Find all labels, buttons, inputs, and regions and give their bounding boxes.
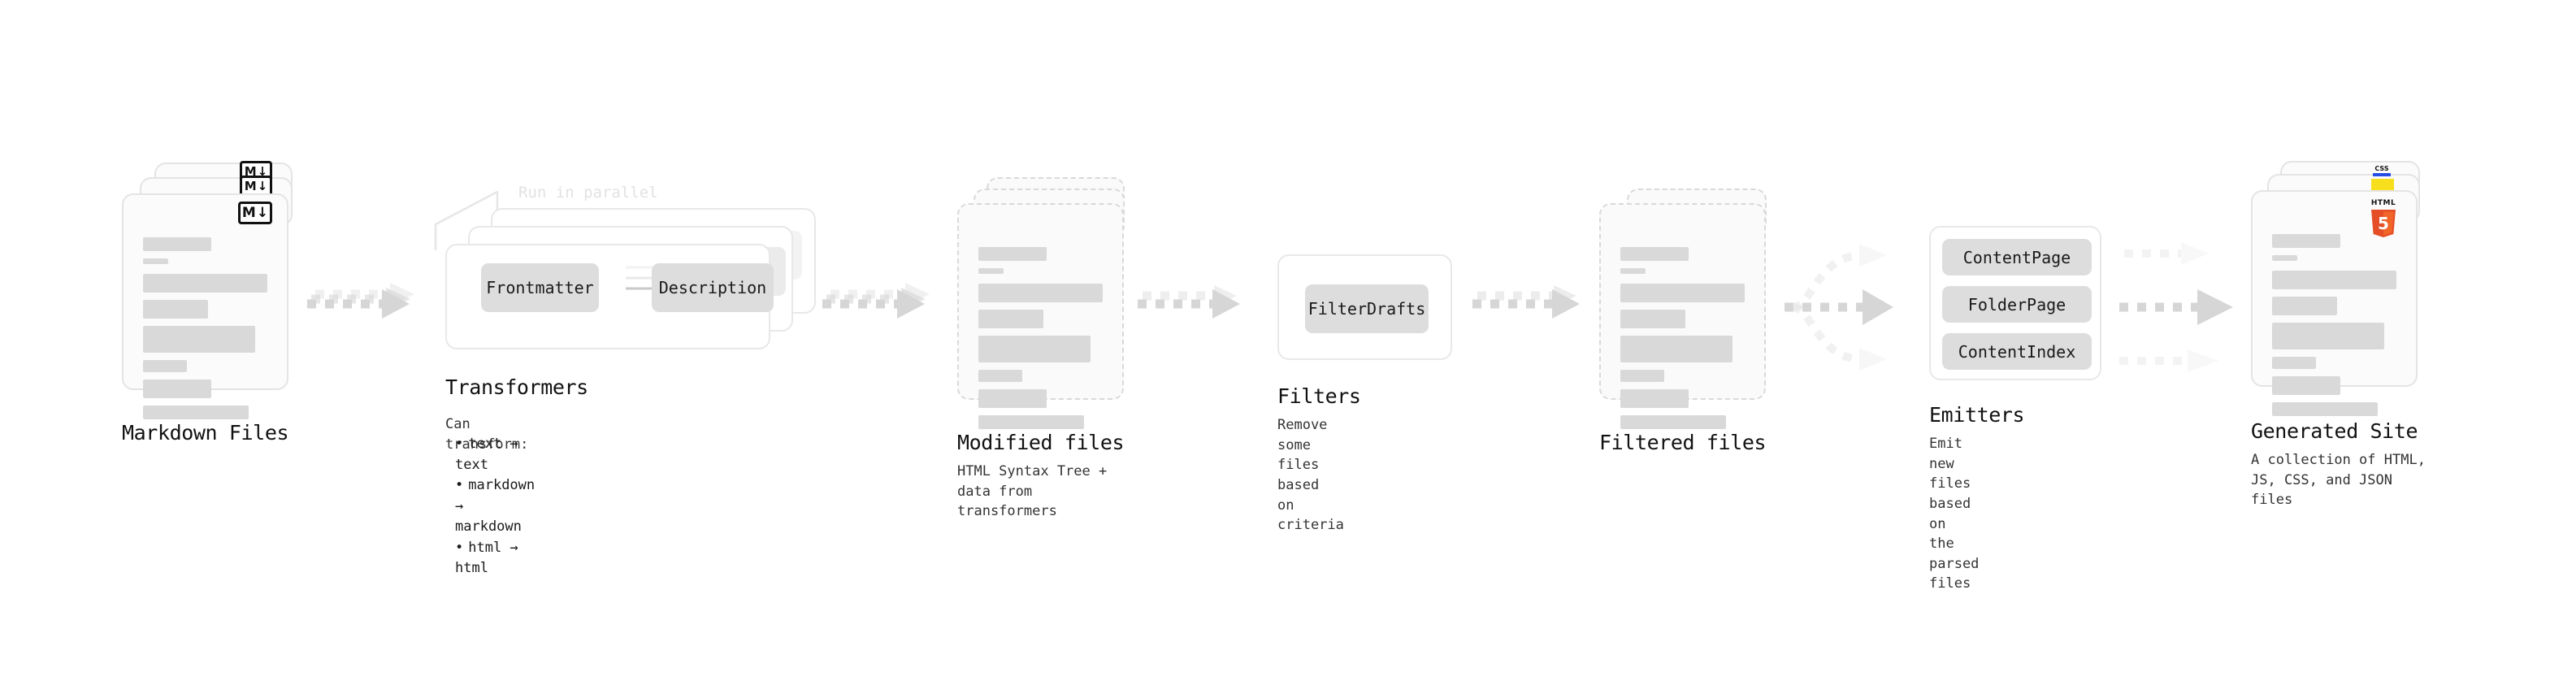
arrow-group bbox=[1138, 285, 1240, 319]
css3-icon-bar bbox=[2373, 173, 2391, 176]
modified-card-front bbox=[957, 203, 1124, 429]
connector-filters-to-filtered bbox=[1472, 271, 1611, 340]
markdown-card-stack: M ↓ M ↓ M ↓ bbox=[122, 161, 301, 419]
connector-md-to-transformers bbox=[307, 271, 437, 340]
filter-chip-label: FilterDrafts bbox=[1308, 299, 1426, 319]
html5-icon: HTML 5 bbox=[2370, 200, 2397, 239]
css3-icon: CSS bbox=[2373, 166, 2391, 176]
markdown-card-front bbox=[122, 193, 288, 419]
filtered-card-stack bbox=[1599, 189, 1778, 429]
transformers-list-item: •text → text bbox=[455, 434, 535, 475]
generated-card-content bbox=[2272, 234, 2396, 423]
filtered-card-content bbox=[1620, 247, 1745, 436]
markdown-icon-arrow: ↓ bbox=[257, 178, 268, 193]
modified-card-content bbox=[978, 247, 1103, 436]
markdown-icon-letter: M bbox=[241, 204, 256, 221]
css3-icon-label: CSS bbox=[2374, 165, 2389, 172]
markdown-icon: M ↓ bbox=[238, 202, 272, 224]
transformers-list-item: •markdown → markdown bbox=[455, 475, 535, 538]
emitter-chip-label: FolderPage bbox=[1967, 294, 2066, 314]
arrow-group bbox=[307, 283, 414, 319]
run-in-parallel-bracket bbox=[434, 190, 499, 250]
emitter-chip-label: ContentIndex bbox=[1958, 341, 2076, 362]
bullet-icon: • bbox=[455, 436, 464, 452]
modified-files-description: HTML Syntax Tree + data from transformer… bbox=[957, 463, 1108, 520]
emitters-description: Emit new files based on the parsed files bbox=[1929, 436, 1980, 592]
filter-chip-filterdrafts[interactable]: FilterDrafts bbox=[1305, 284, 1429, 333]
stage-filtered-files: Filtered files bbox=[1599, 189, 1778, 454]
emitter-chip-label: ContentPage bbox=[1962, 247, 2071, 267]
fanout-arrow-group bbox=[1785, 244, 1893, 371]
stage-modified-files: Modified files HTML Syntax Tree + data f… bbox=[957, 177, 1136, 519]
bullet-icon: • bbox=[455, 539, 464, 556]
transformer-chip-frontmatter[interactable]: Frontmatter bbox=[481, 263, 599, 312]
run-in-parallel-label: Run in parallel bbox=[518, 184, 658, 202]
arrow-group bbox=[822, 283, 930, 319]
emitter-chip-contentindex[interactable]: ContentIndex bbox=[1942, 333, 2092, 370]
filters-description: Remove some files based on criteria bbox=[1277, 417, 1344, 534]
connector-transformers-to-modified bbox=[822, 271, 952, 340]
stage-title-transformers: Transformers bbox=[445, 375, 588, 399]
filtered-card-front bbox=[1599, 203, 1766, 429]
connector-modified-to-filters bbox=[1138, 271, 1268, 340]
emitter-chip-folderpage[interactable]: FolderPage bbox=[1942, 286, 2092, 323]
transformers-item-label: text → text bbox=[455, 436, 518, 473]
html5-icon-number: 5 bbox=[2378, 214, 2389, 233]
transformer-chip-label: Frontmatter bbox=[486, 278, 594, 297]
markdown-icon-letter: M bbox=[244, 163, 257, 179]
markdown-icon-arrow: ↓ bbox=[256, 204, 269, 221]
html5-icon-label: HTML bbox=[2370, 199, 2396, 207]
transformers-item-list: •text → text •markdown → markdown •html … bbox=[445, 434, 535, 579]
transformers-list-item: •html → html bbox=[455, 538, 535, 579]
transformers-item-label: html → html bbox=[455, 539, 518, 577]
stage-title-generated-site: Generated Site bbox=[2251, 419, 2418, 443]
generated-site-card-stack: CSS JS HTML 5 bbox=[2251, 161, 2438, 416]
html5-icon-shield: 5 bbox=[2371, 210, 2396, 237]
filters-box: FilterDrafts bbox=[1277, 254, 1452, 360]
emitter-chip-contentpage[interactable]: ContentPage bbox=[1942, 239, 2092, 275]
stage-title-modified-files: Modified files bbox=[957, 431, 1125, 454]
modified-card-stack bbox=[957, 177, 1136, 429]
bullet-icon: • bbox=[455, 477, 464, 493]
transformer-chip-label: Description bbox=[658, 278, 767, 297]
connector-emitters-to-site bbox=[2119, 234, 2266, 392]
stage-markdown-files: M ↓ M ↓ M ↓ Markdown Files bbox=[122, 161, 301, 445]
stage-title-markdown-files: Markdown Files bbox=[122, 421, 289, 445]
markdown-card-content bbox=[143, 237, 267, 427]
stage-title-filtered-files: Filtered files bbox=[1599, 431, 1767, 454]
transformer-chip-description[interactable]: Description bbox=[652, 263, 774, 312]
stage-title-emitters: Emitters bbox=[1929, 403, 2025, 427]
transformers-description: Can transform: bbox=[445, 416, 529, 453]
connector-filtered-to-emitters bbox=[1785, 226, 1931, 392]
transformers-item-label: markdown → markdown bbox=[455, 477, 536, 535]
markdown-icon-arrow: ↓ bbox=[257, 163, 268, 179]
markdown-icon-letter: M bbox=[244, 178, 257, 193]
generated-site-description: A collection of HTML, JS, CSS, and JSON … bbox=[2251, 452, 2426, 509]
stage-generated-site: CSS JS HTML 5 Generated Site bbox=[2251, 161, 2438, 508]
arrow-group bbox=[1472, 285, 1580, 319]
stage-title-filters: Filters bbox=[1277, 384, 1361, 408]
arrow-group bbox=[2119, 242, 2233, 372]
emitters-box: ContentPage FolderPage ContentIndex bbox=[1929, 226, 2101, 380]
